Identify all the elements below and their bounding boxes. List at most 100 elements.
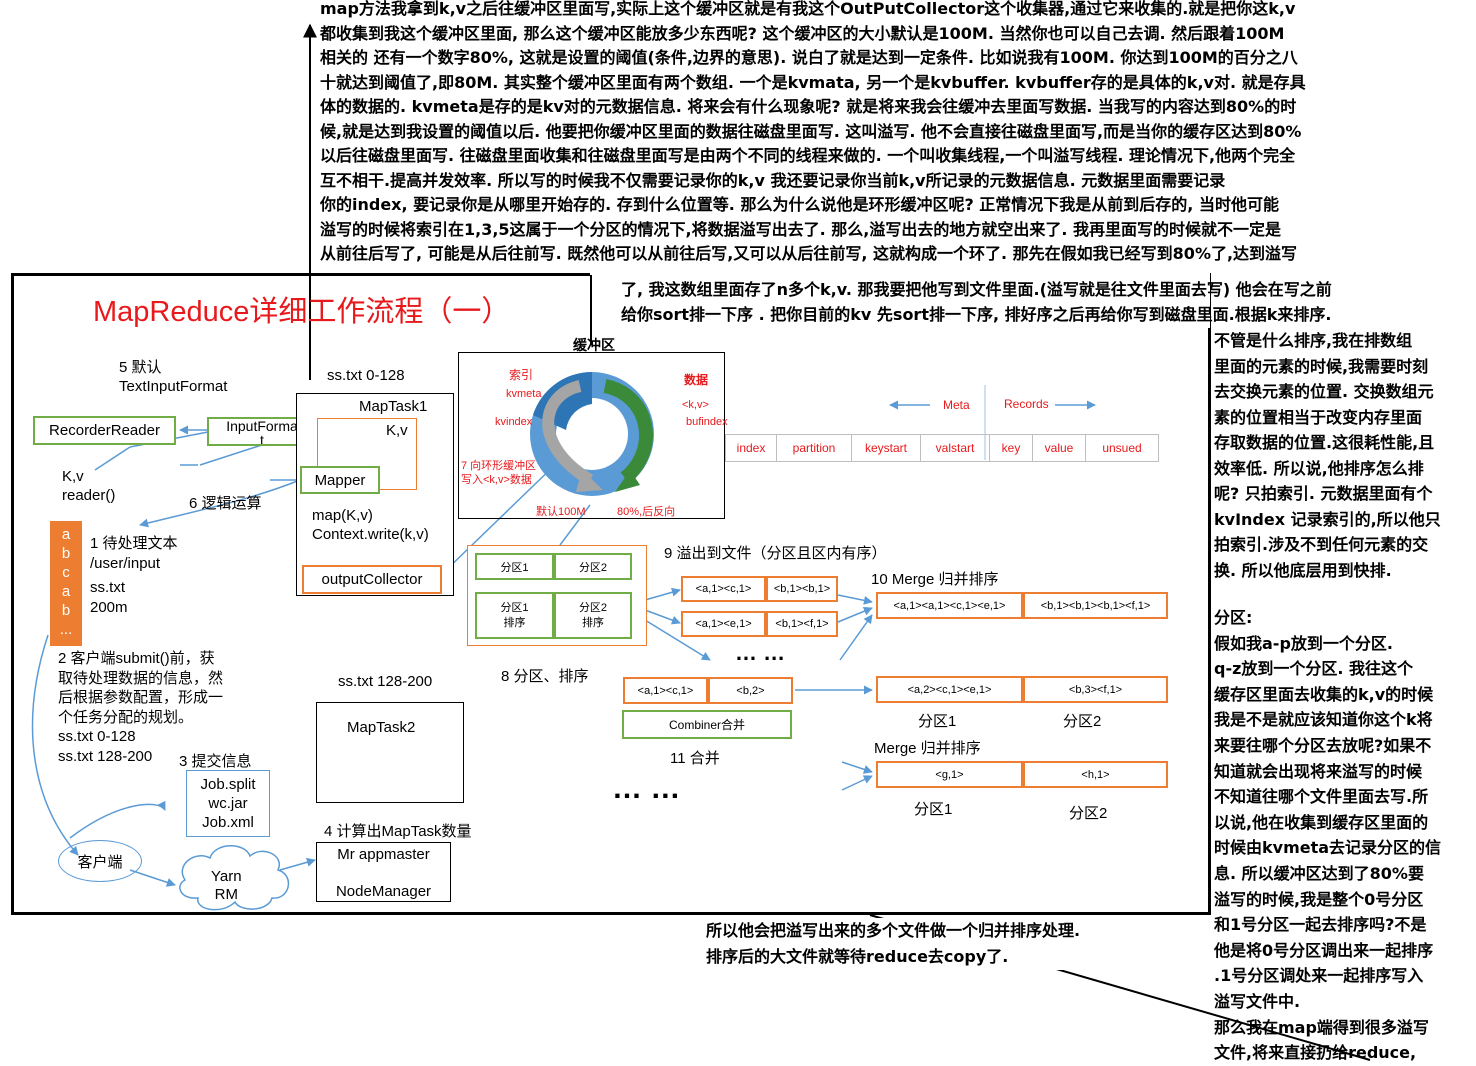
note-line: map方法我拿到k,v之后往缓冲区里面写,实际上这个缓冲区就是有我这个OutPu… — [320, 0, 1296, 18]
ring-kvmeta-label: kvmeta — [506, 388, 542, 400]
input-format-line: t — [260, 432, 264, 446]
spill-cell: <b,1><b,1> — [766, 576, 838, 602]
meta-field-cell: partition — [777, 435, 852, 461]
node-manager-label: NodeManager — [335, 883, 432, 900]
note-line: 溢写的时候将索引在1,3,5这属于一个分区的情况下,将数据溢写出去了. 那么,溢… — [320, 219, 1282, 239]
map-call-line: Context.write(k,v) — [312, 526, 429, 543]
note-line: 候,就是达到我设置的阈值以后. 他要把你缓冲区里面的数据往磁盘里面写. 这叫溢写… — [320, 121, 1302, 141]
note-line: 体的数据的. kvmeta是存的是kv对的元数据信息. 将来会有什么现象呢? 就… — [320, 97, 1297, 116]
step2-label: 2 客户端submit()前，获 取待处理数据的信息，然 后根据参数配置，形成一… — [58, 649, 223, 766]
maptask1-label: MapTask1 — [359, 398, 428, 415]
merge-cell: <b,1><b,1><b,1><f,1> — [1023, 592, 1168, 619]
meta-field-cell: unsued — [1102, 441, 1142, 455]
note-line: 不管是什么排序,我在排数组 — [1214, 331, 1413, 350]
note-line: 了, 我这数组里面存了n多个k,v. 那我要把他写到文件里面.(溢写就是往文件里… — [621, 280, 1332, 299]
step11-label: 11 合并 — [670, 750, 720, 767]
step2-line: 后根据参数配置，形成一 — [58, 689, 224, 706]
note-line: 素的位置相当于改变内存里面 — [1214, 407, 1423, 427]
meta-field-cell: key — [990, 435, 1033, 461]
note-line: 我是不是就应该知道你这个k将 — [1214, 710, 1433, 730]
partition2-label: 分区2 — [1063, 713, 1102, 730]
step4-label: 4 计算出MapTask数量 — [324, 823, 472, 840]
partition1-label: 分区1 — [918, 713, 957, 730]
note-line: 里面的元素的时候,我需要时刻 — [1214, 356, 1429, 376]
combiner-box: Combiner合并 — [622, 710, 792, 739]
map-call-line: map(K,v) — [312, 507, 373, 524]
buffer-title: 缓冲区 — [573, 337, 615, 353]
ss-txt-0-128-label: ss.txt 0-128 — [327, 367, 405, 384]
output-collector-label: outputCollector — [321, 571, 423, 588]
combine-cell: <b,2> — [708, 677, 793, 704]
note-line: 去交换元素的位置. 交换数组元 — [1214, 382, 1434, 401]
client-label: 客户端 — [77, 853, 123, 871]
step9-label: 9 溢出到文件（分区且区内有序） — [664, 545, 887, 562]
ring-kvindex-label: kvindex — [495, 416, 533, 428]
meta-field-cell: value — [1033, 435, 1086, 461]
dots-mid: … … — [735, 640, 786, 665]
step1-line: ss.txt — [90, 579, 126, 596]
step5-line: TextInputFormat — [119, 378, 228, 395]
note-line: 都收集到我这个缓冲区里面, 那么这个缓冲区能放多少东西呢? 这个缓冲区的大小默认… — [320, 23, 1285, 43]
note-line: 效率低. 所以说,他排序怎么排 — [1214, 458, 1424, 478]
mapper-label: Mapper — [314, 471, 366, 489]
file-char: b — [61, 602, 71, 619]
dots-big: … … — [612, 772, 681, 805]
note-line: 假如我a-p放到一个分区. — [1214, 633, 1393, 653]
note-line: 来要往哪个分区去放呢?如果不 — [1214, 735, 1432, 755]
step1-line: 200m — [90, 598, 128, 616]
note-line: 溢写文件中. — [1214, 991, 1301, 1011]
note-line: 以说,他在收集到缓存区里面的 — [1214, 812, 1429, 832]
meta-field-cell: keystart — [852, 435, 921, 461]
appmaster-label: Mr appmaster — [337, 846, 430, 863]
note-line: 知道就会出现将来溢写的时候 — [1214, 761, 1423, 781]
file-char: a — [61, 526, 71, 543]
appmaster-box: Mr appmaster NodeManager — [316, 842, 451, 902]
meta-fields-table: index partition keystart valstart key va… — [725, 434, 1159, 462]
step6-label: 6 逻辑运算 — [189, 495, 262, 512]
step8-label: 8 分区、排序 — [501, 668, 589, 685]
meta-field-cell: index — [726, 435, 777, 461]
file-char: c — [62, 564, 70, 581]
file-char: a — [61, 583, 71, 600]
combine-cell: <a,1><c,1> — [623, 677, 708, 704]
note-line: 那么我在map端得到很多溢写 — [1214, 1017, 1429, 1037]
step5-line: 5 默认 — [119, 359, 162, 376]
yarn-cloud — [179, 845, 290, 911]
kv-reader-line: K,v — [62, 468, 84, 485]
partition-sorted-cell: 分区2 排序 — [554, 592, 632, 639]
client-ellipse: 客户端 — [58, 840, 142, 882]
kv-inner-label: K,v — [386, 422, 408, 439]
recorder-reader-box: RecorderReader — [33, 416, 176, 445]
step2-line: ss.txt 128-200 — [58, 747, 153, 765]
kv-reader-label: K,v reader() — [62, 467, 115, 505]
step3-files-box: Job.split wc.jar Job.xml — [186, 770, 270, 837]
note-line: 文件,将来直接扔给reduce, — [1214, 1043, 1417, 1063]
yarn-line: RM — [214, 886, 238, 903]
diagram-title: MapReduce详细工作流程（一） — [93, 296, 511, 328]
partition-sorted-label: 分区1 排序 — [500, 601, 529, 629]
meta-label: Meta — [943, 398, 970, 412]
file-name: Job.xml — [202, 814, 254, 831]
note-line: 分区: — [1214, 608, 1253, 627]
maptask2-box — [316, 702, 464, 803]
partition2-label-2: 分区2 — [1069, 805, 1108, 822]
step1-label: 1 待处理文本 /user/input ss.txt 200m — [90, 534, 178, 617]
output-collector-box: outputCollector — [302, 565, 442, 594]
note-line: 拍索引.涉及不到任何元素的交 — [1214, 535, 1429, 554]
note-line: 相关的 还有一个数字80%, 这就是设置的阈值(条件,边界的意思). 说白了就是… — [320, 48, 1298, 67]
spill-cell: <a,1><c,1> — [681, 576, 766, 602]
note-line: 以后往磁盘里面写. 往磁盘里面收集和往磁盘里面写是由两个不同的线程来做的. 一个… — [320, 146, 1296, 165]
ring-bufindex-label: bufindex — [686, 416, 728, 428]
note-line: 换. 所以他底层用到快排. — [1214, 560, 1392, 580]
step2-line: 取待处理数据的信息，然 — [58, 669, 224, 687]
step2-line: ss.txt 0-128 — [58, 728, 136, 745]
meta-field-cell: valstart — [921, 435, 990, 461]
step1-line: /user/input — [90, 554, 161, 572]
file-name: Job.split — [200, 776, 256, 793]
bottom-note: 所以他会把溢写出来的多个文件做一个归并排序处理. 排序后的大文件就等待reduc… — [706, 918, 1206, 970]
spill-cell: <a,1><e,1> — [681, 611, 766, 637]
note-line: q-z放到一个分区. 我往这个 — [1214, 659, 1414, 679]
spill-cell: <b,1><f,1> — [766, 611, 838, 637]
note-line: 和1号分区一起去排序吗?不是 — [1214, 915, 1427, 935]
note-line: 给你sort排一下序 . 把你目前的kv 先sort排一下序, 排好序之后再给你… — [621, 304, 1332, 324]
